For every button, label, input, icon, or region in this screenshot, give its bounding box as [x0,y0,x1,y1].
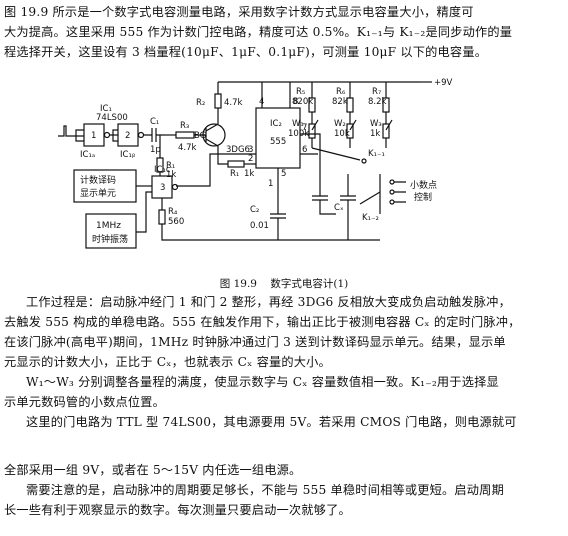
c1-label: C₁ [150,117,159,127]
c2-label: C₂ [250,205,259,215]
ic1a-label: IC₁ₐ [80,150,95,160]
gate-1-label: 1 [91,131,96,141]
r6-value: 82k [332,97,348,107]
vcc-label: +9V [434,78,453,88]
r1-value: 1k [166,170,176,180]
work-line: 工作过程是：启动脉冲经门 1 和门 2 整形，再经 3DG6 反相放大变成负启动… [26,295,511,309]
r3-label: R₃ [180,121,189,131]
intro-paragraph: 图 19.9 所示是一个数字式电容测量电路，采用数字计数方式显示电容量大小，精度… [0,2,568,62]
r1b-label: R₁ [230,169,239,179]
pin-3-label: 3 [248,145,253,155]
ic1-type: 74LS00 [96,113,128,123]
note-line: 长一些有利于观察显示的数字。每次测量只要启动一次就够了。 [4,503,351,517]
ic2-label: IC₂ [270,119,282,129]
r4-label: R₄ [168,207,178,217]
ic1c-label: IC₁c [154,165,171,175]
figure-number: 图 19.9 [219,278,257,290]
decimal-control-line2: 控制 [414,191,432,203]
gate-2-label: 2 [125,131,130,141]
ic2-type: 555 [270,137,286,147]
r7-label: R₇ [372,87,382,97]
figure-caption: 图 19.9 数字式电容计(1) [0,276,568,291]
cx-label: Cₓ [334,203,344,213]
ic1-label: IC₁ [100,104,112,114]
w3-label: W₃ [370,119,382,129]
r6-label: R₆ [336,87,346,97]
intro-line: 图 19.9 所示是一个数字式电容测量电路，采用数字计数方式显示电容量大小，精度… [4,5,474,19]
pin-8-label: 8 [293,97,298,107]
decimal-control-line1: 小数点 [410,179,437,191]
work-line: 这里的门电路为 TTL 型 74LS00，其电源要用 5V。若采用 CMOS 门… [26,415,517,429]
gate-3-label: 3 [160,183,165,193]
r1b-value: 1k [244,169,254,179]
r4-value: 560 [168,217,184,227]
pin-7-label: 7 [302,123,307,133]
w1-label: W₁ [292,119,304,129]
c1-value: 1p [150,145,161,155]
w2-value: 10k [334,129,350,139]
work-line: W₁～W₃ 分别调整各量程的满度，使显示数字与 Cₓ 容量数值相一致。K₁₋₂用… [26,375,499,389]
figure-title: 数字式电容计(1) [270,278,349,290]
note-line: 需要注意的是，启动脉冲的周期要足够长，不能与 555 单稳时间相等或更短。启动周… [26,483,504,497]
circuit-diagram: IC₁ 74LS00 1 2 IC₁ₐ IC₁ᵦ C₁ 1p R₁ 1k R₃ … [58,78,453,249]
pin-2-label: 2 [248,154,253,164]
r1-label: R₁ [166,161,175,171]
clock-unit-line1: 1MHz [96,221,121,231]
r2-value: 4.7k [224,98,243,108]
note-line: 全部采用一组 9V，或者在 5～15V 内任选一组电源。 [4,463,302,477]
intro-line: 程选择开关，这里设有 3 档量程(10μF、1μF、0.1μF)，可测量 10μ… [4,45,488,59]
clock-unit-line2: 时钟振荡 [92,233,128,245]
r5-label: R₅ [296,87,305,97]
r3-value: 4.7k [178,143,197,153]
r5-value: 820k [292,97,313,107]
bg-type: 3DG6 [226,145,250,155]
work-line: 元显示的计数大小，正比于 Cₓ，也就表示 Cₓ 容量的大小。 [4,355,331,369]
work-line: 去触发 555 构成的单稳电路。555 在触发作用下，输出正比于被测电容器 Cₓ… [4,315,521,329]
w2-label: W₂ [334,119,346,129]
bg-label: BG [194,131,206,141]
note-paragraph: 全部采用一组 9V，或者在 5～15V 内任选一组电源。 需要注意的是，启动脉冲… [0,460,568,520]
w3-value: 1k [370,129,380,139]
intro-line: 大为提高。这里采用 555 作为计数门控电路，精度可达 0.5%。K₁₋₁与 K… [4,25,513,39]
work-line: 在该门脉冲(高电平)期间，1MHz 时钟脉冲通过门 3 送到计数译码显示单元。结… [4,335,506,349]
pin-5-label: 5 [281,169,286,179]
counter-unit-line2: 显示单元 [80,187,116,199]
work-line: 示单元数码管的小数点位置。 [4,395,166,409]
k11-label: K₁₋₁ [368,149,385,159]
work-paragraph: 工作过程是：启动脉冲经门 1 和门 2 整形，再经 3DG6 反相放大变成负启动… [0,292,568,432]
r7-value: 8.2k [368,97,387,107]
pin-1-label: 1 [268,179,273,189]
k12-label: K₁₋₂ [362,213,379,223]
pin-6-label: 6 [302,145,307,155]
c2-value: 0.01 [250,221,269,231]
w1-value: 100k [288,129,309,139]
r2-label: R₂ [196,98,205,108]
ic1b-label: IC₁ᵦ [120,150,136,160]
counter-unit-line1: 计数译码 [80,174,116,186]
pin-4-label: 4 [259,97,264,107]
